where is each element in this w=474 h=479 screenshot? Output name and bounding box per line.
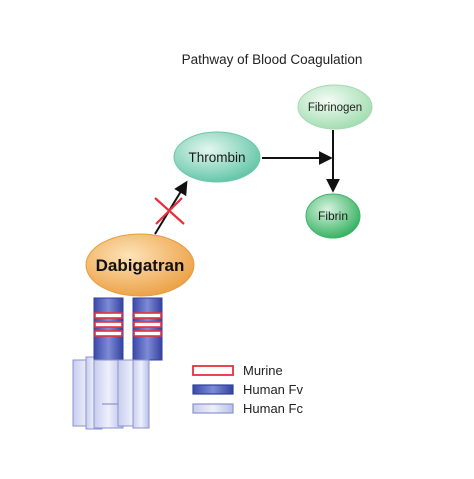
dabigatran-label: Dabigatran	[96, 256, 185, 275]
antibody-right-chain	[117, 297, 163, 429]
thrombin-label: Thrombin	[188, 150, 245, 165]
antibody-illustration	[72, 297, 163, 430]
murine-stripes-left	[94, 312, 123, 337]
dabigatran-node: Dabigatran	[85, 233, 195, 297]
legend-murine-swatch	[192, 365, 234, 376]
inhibition-x-mark	[154, 197, 185, 225]
fibrin-label: Fibrin	[318, 209, 348, 223]
fibrinogen-node: Fibrinogen	[297, 84, 373, 130]
antibody-left-chain	[72, 297, 124, 430]
legend-murine: Murine	[192, 363, 283, 378]
murine-stripes-right	[133, 312, 162, 337]
thrombin-node: Thrombin	[173, 131, 261, 183]
fibrinogen-label: Fibrinogen	[308, 102, 362, 114]
legend-human-fc-label: Human Fc	[243, 401, 303, 416]
legend-murine-label: Murine	[243, 363, 283, 378]
legend-human-fc: Human Fc	[192, 401, 303, 416]
legend-human-fv: Human Fv	[192, 382, 303, 397]
legend-human-fv-label: Human Fv	[243, 382, 303, 397]
legend-human-fv-swatch	[192, 384, 234, 395]
fibrin-node: Fibrin	[305, 193, 361, 239]
legend: Murine Human Fv Human Fc	[192, 363, 303, 416]
diagram-title: Pathway of Blood Coagulation	[182, 52, 363, 67]
legend-human-fc-swatch	[192, 403, 234, 414]
